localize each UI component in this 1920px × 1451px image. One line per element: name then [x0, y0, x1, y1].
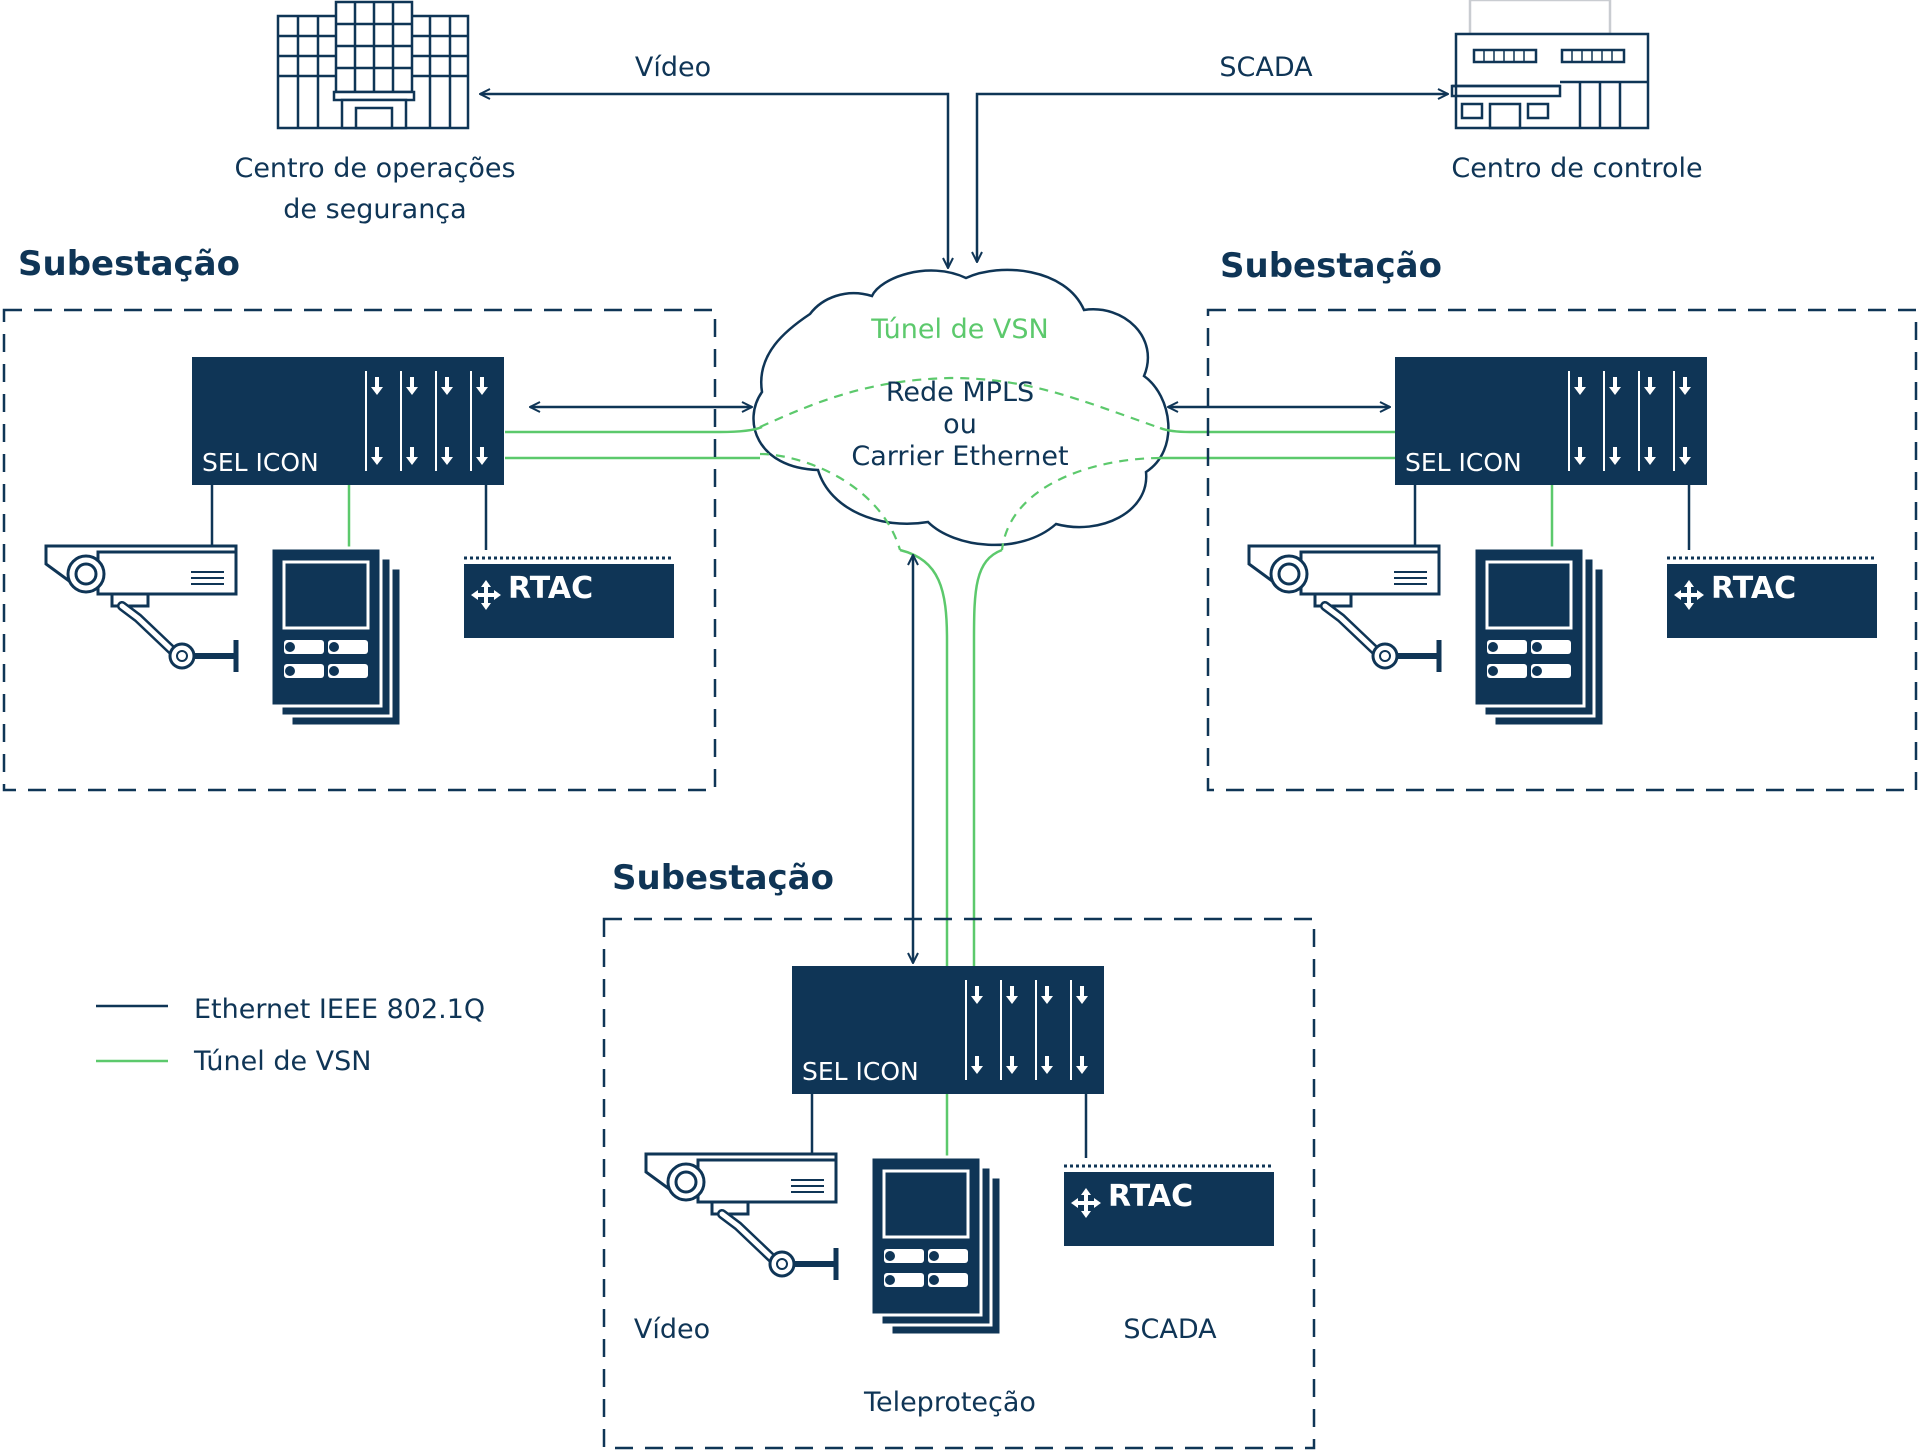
vsn-tunnel-inside-cloud	[759, 376, 1161, 551]
substation-3-title: Subestação	[612, 858, 834, 898]
switch-label: SEL ICON	[1405, 448, 1522, 477]
soc-label-line1: Centro de operações	[234, 153, 515, 184]
substation-3-scada-label: SCADA	[1123, 1314, 1217, 1345]
cloud-line3: Carrier Ethernet	[851, 441, 1068, 472]
substation-1-drops	[210, 485, 488, 550]
vsn-tunnel-label: Túnel de VSN	[870, 314, 1048, 345]
rtac-label: RTAC	[508, 571, 593, 606]
relay-panel-icon	[269, 546, 403, 728]
relay-panel-icon	[1472, 546, 1606, 728]
rtac-device-icon: RTAC	[1062, 1164, 1276, 1248]
cloud-line2: ou	[943, 409, 977, 440]
legend: Ethernet IEEE 802.1Q Túnel de VSN	[96, 994, 485, 1077]
substation-3-boundary	[602, 917, 1316, 1450]
cloud-line1: Rede MPLS	[886, 377, 1034, 408]
security-camera-icon	[1249, 546, 1439, 672]
soc-label-line2: de segurança	[283, 194, 466, 225]
scada-link-label: SCADA	[1219, 52, 1313, 83]
substation-3-drops	[810, 1094, 1088, 1158]
legend-vsn-label: Túnel de VSN	[193, 1046, 371, 1077]
network-switch-icon: SEL ICON	[791, 965, 1105, 1095]
control-center-label: Centro de controle	[1451, 153, 1702, 184]
switch-label: SEL ICON	[802, 1057, 919, 1086]
security-camera-icon	[646, 1154, 836, 1280]
security-camera-icon	[46, 546, 236, 672]
video-link	[480, 94, 948, 268]
control-center-building-icon	[1450, 0, 1650, 130]
network-switch-icon: SEL ICON	[191, 356, 505, 486]
rtac-device-icon: RTAC	[462, 556, 676, 640]
substation-2-boundary	[1206, 308, 1918, 792]
substation-3-video-label: Vídeo	[634, 1314, 710, 1345]
rtac-label: RTAC	[1108, 1179, 1193, 1214]
switch-label: SEL ICON	[202, 448, 319, 477]
video-link-label: Vídeo	[635, 52, 711, 83]
substation-2-title: Subestação	[1220, 246, 1442, 286]
scada-link	[977, 94, 1448, 262]
legend-ethernet-label: Ethernet IEEE 802.1Q	[194, 994, 485, 1025]
rtac-label: RTAC	[1711, 571, 1796, 606]
substation-2-drops	[1413, 485, 1691, 550]
office-building-icon	[276, 0, 470, 130]
substation-1-title: Subestação	[18, 244, 240, 284]
substation-3-teleprotection-label: Teleproteção	[863, 1387, 1036, 1418]
substation-1-boundary	[2, 308, 717, 792]
relay-panel-icon	[869, 1155, 1003, 1337]
rtac-device-icon: RTAC	[1665, 556, 1879, 640]
network-switch-icon: SEL ICON	[1394, 356, 1708, 486]
